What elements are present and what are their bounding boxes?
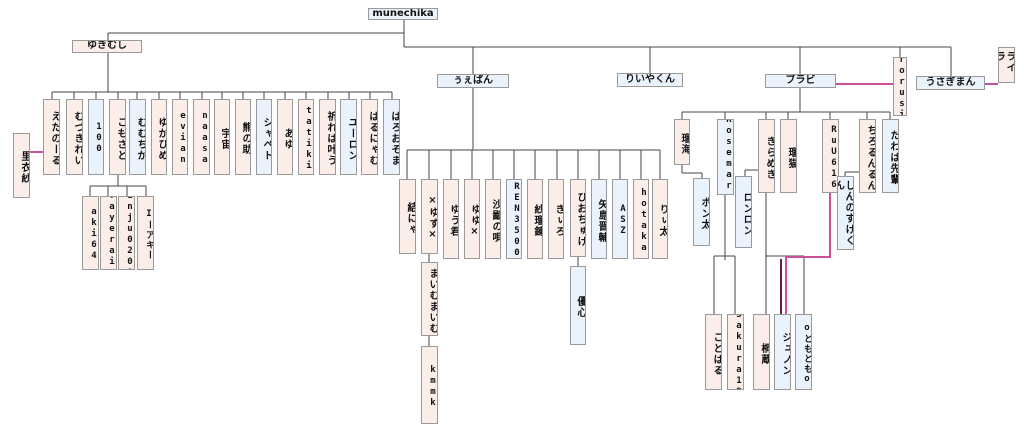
node-kiriaki[interactable]: 桐蔵 [753,314,770,390]
node-risa[interactable]: 里衣紗 [13,133,30,198]
node-parosoma[interactable]: ぱろおそま [383,99,400,175]
node-kmmk[interactable]: kmmk [421,346,438,424]
node-inori[interactable]: 祈れば叶う [319,99,336,175]
node-kuma[interactable]: 熊の助 [235,99,251,175]
node-pon[interactable]: ポン太 [693,178,710,246]
node-anju[interactable]: anju0208 [118,196,135,270]
node-sakura[interactable]: Sakura19 [727,314,744,390]
partner-lines [30,83,998,314]
node-uchu[interactable]: 宇宙 [214,99,230,175]
node-saki[interactable]: 紗瑠錬 [527,179,543,259]
node-munechika[interactable]: munechika [368,8,438,20]
node-yuron[interactable]: ユーロン [340,99,357,175]
node-chiro[interactable]: ちろるんるん [859,119,876,193]
node-gepan[interactable]: ぅぇぱん [437,74,509,88]
node-shape[interactable]: シャペト [256,99,272,175]
node-riyakun[interactable]: りいやくん [617,73,683,87]
node-iakii[interactable]: Iーアキー [137,196,154,270]
node-maimai[interactable]: まいむまいむ [421,262,438,336]
node-evian[interactable]: evian [172,99,188,175]
node-xyuzu[interactable]: ×ゆず× [421,179,438,254]
node-otomo[interactable]: oともともo [795,314,812,390]
node-100[interactable]: 100 [88,99,104,175]
node-shin[interactable]: しんのすけくん [837,176,854,250]
node-aki64[interactable]: aki64 [82,196,99,270]
node-kotoha[interactable]: ことはる [705,314,722,390]
node-tatiki[interactable]: tatiki [298,99,314,175]
node-yui[interactable]: 結にゃ [399,179,416,254]
node-kiiro[interactable]: きぃろ [548,179,564,259]
node-tokai[interactable]: 瑠海 [674,119,690,165]
node-mura[interactable]: むむちか [129,99,146,175]
node-raira[interactable]: ライラ [998,47,1015,83]
node-paro[interactable]: ぱるにゃむ [361,99,378,175]
node-usagiman[interactable]: うさぎまん [916,76,985,90]
node-ren[interactable]: REN3500 [506,179,522,259]
node-hotaka[interactable]: hotaka [633,179,649,259]
node-ayu[interactable]: あゆ [277,99,293,175]
node-burabi[interactable]: ブラビ [765,74,836,88]
node-ruu[interactable]: RuU616 [822,119,839,193]
node-ronron[interactable]: ロンロン [735,176,752,248]
node-sashi[interactable]: 沙鄙の唄 [485,179,501,259]
node-rorusi[interactable]: rorusi [893,57,907,116]
node-kirameki[interactable]: きらめき [758,119,775,193]
node-tawaba[interactable]: たわば先輩 [882,119,899,193]
node-fayerain[interactable]: fayerain [100,196,117,270]
node-rosemary[interactable]: Rosemary [717,119,734,195]
node-komo[interactable]: こもさと [109,99,126,175]
connector-lines [51,20,952,346]
node-yuushin[interactable]: 優心 [570,266,586,345]
node-reneko[interactable]: 瑠猫 [780,119,797,193]
node-eta[interactable]: えたのーる [43,99,60,175]
node-junon[interactable]: ジュノン [774,314,791,390]
node-hio[interactable]: ひおちゅけ [570,179,586,257]
node-yukimushi[interactable]: ゆきむし [72,40,142,53]
node-yuka[interactable]: ゆかひめ [151,99,167,175]
node-yuyu[interactable]: ゆゆ× [464,179,480,259]
node-mutsu[interactable]: むづきれい [66,99,83,175]
node-ryuta[interactable]: りぃ太 [652,179,668,259]
node-naasa[interactable]: naasa [193,99,210,175]
node-asz[interactable]: ASZ [612,179,628,259]
node-yuukun[interactable]: ゆう君 [443,179,459,259]
node-yajima[interactable]: 矢島晋輔 [591,179,607,259]
